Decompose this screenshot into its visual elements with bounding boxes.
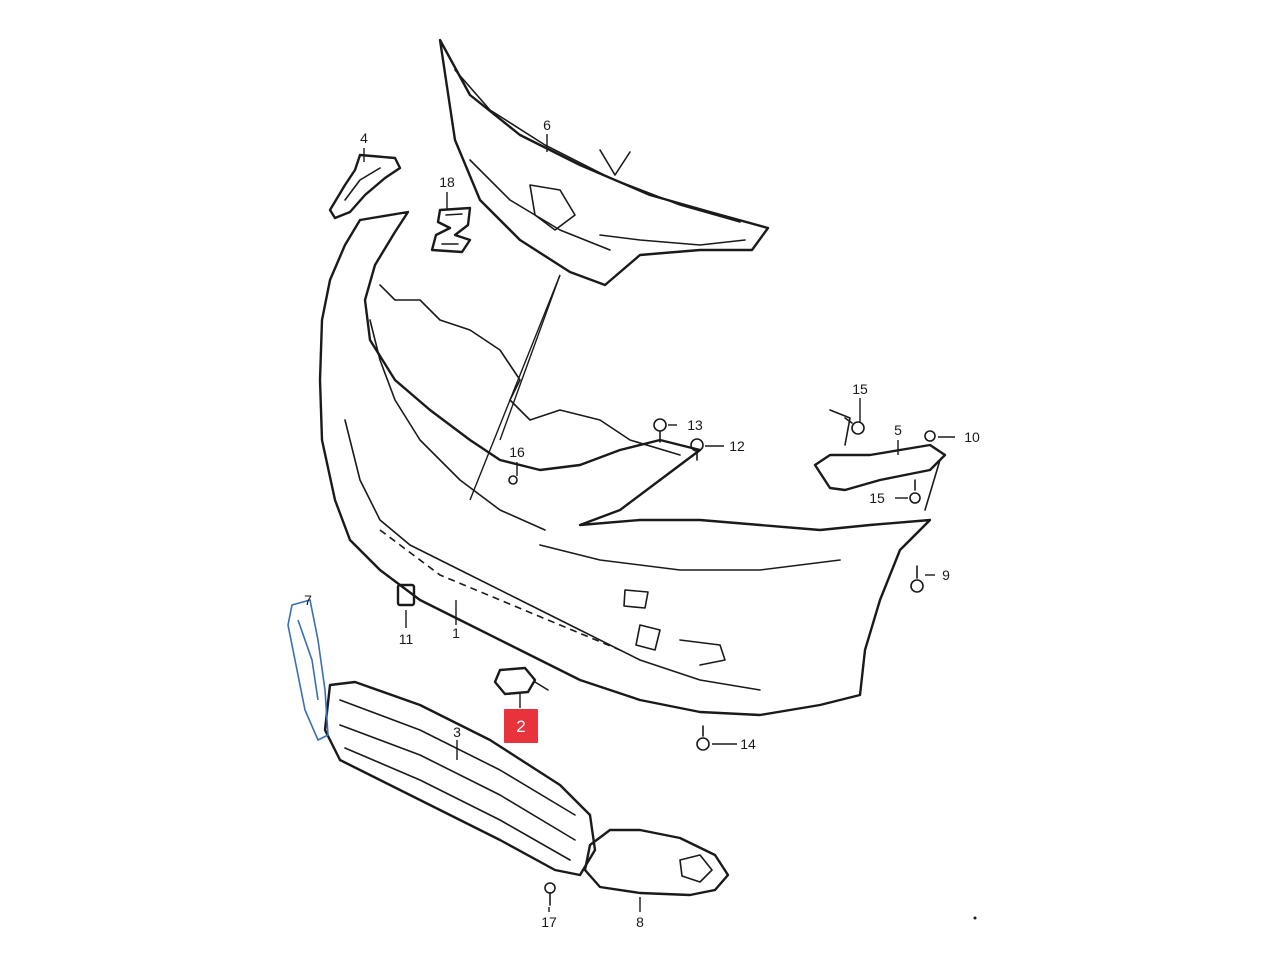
- stray-dot: [973, 916, 977, 920]
- callout-15-upper: 15: [852, 381, 868, 397]
- fasteners: [508, 417, 936, 906]
- callout-10: 10: [964, 429, 980, 445]
- callout-4: 4: [360, 130, 368, 146]
- callout-labels: 4 6 18 15 13 12 5 10 15 16 9 11 1 7 3 14…: [304, 117, 980, 930]
- left-fog-cover-part: [287, 598, 329, 742]
- callout-12: 12: [729, 438, 745, 454]
- right-side-bracket-part: [813, 409, 947, 511]
- leader-lines: [363, 134, 955, 912]
- upper-grille-part: [438, 38, 770, 287]
- highlighted-callout-2[interactable]: 2: [504, 709, 538, 743]
- callout-1: 1: [452, 625, 460, 641]
- callout-6: 6: [543, 117, 551, 133]
- right-fog-cover-part: [583, 828, 730, 897]
- callout-17: 17: [541, 914, 557, 930]
- callout-2: 2: [516, 717, 525, 736]
- callout-3: 3: [453, 724, 461, 740]
- callout-16: 16: [509, 444, 525, 460]
- left-upper-bracket-part: [328, 153, 402, 220]
- tow-hook-cap-part: [493, 666, 549, 696]
- callout-8: 8: [636, 914, 644, 930]
- callout-15-lower: 15: [869, 490, 885, 506]
- bumper-cover-part: [318, 210, 932, 717]
- lower-grille-part: [323, 680, 597, 877]
- callout-7: 7: [304, 592, 312, 608]
- callout-9: 9: [942, 567, 950, 583]
- callout-13: 13: [687, 417, 703, 433]
- callout-18: 18: [439, 174, 455, 190]
- callout-11: 11: [399, 631, 414, 647]
- callout-14: 14: [740, 736, 756, 752]
- clip-part-11: [396, 583, 416, 607]
- callout-5: 5: [894, 422, 902, 438]
- emblem-part: [430, 206, 472, 254]
